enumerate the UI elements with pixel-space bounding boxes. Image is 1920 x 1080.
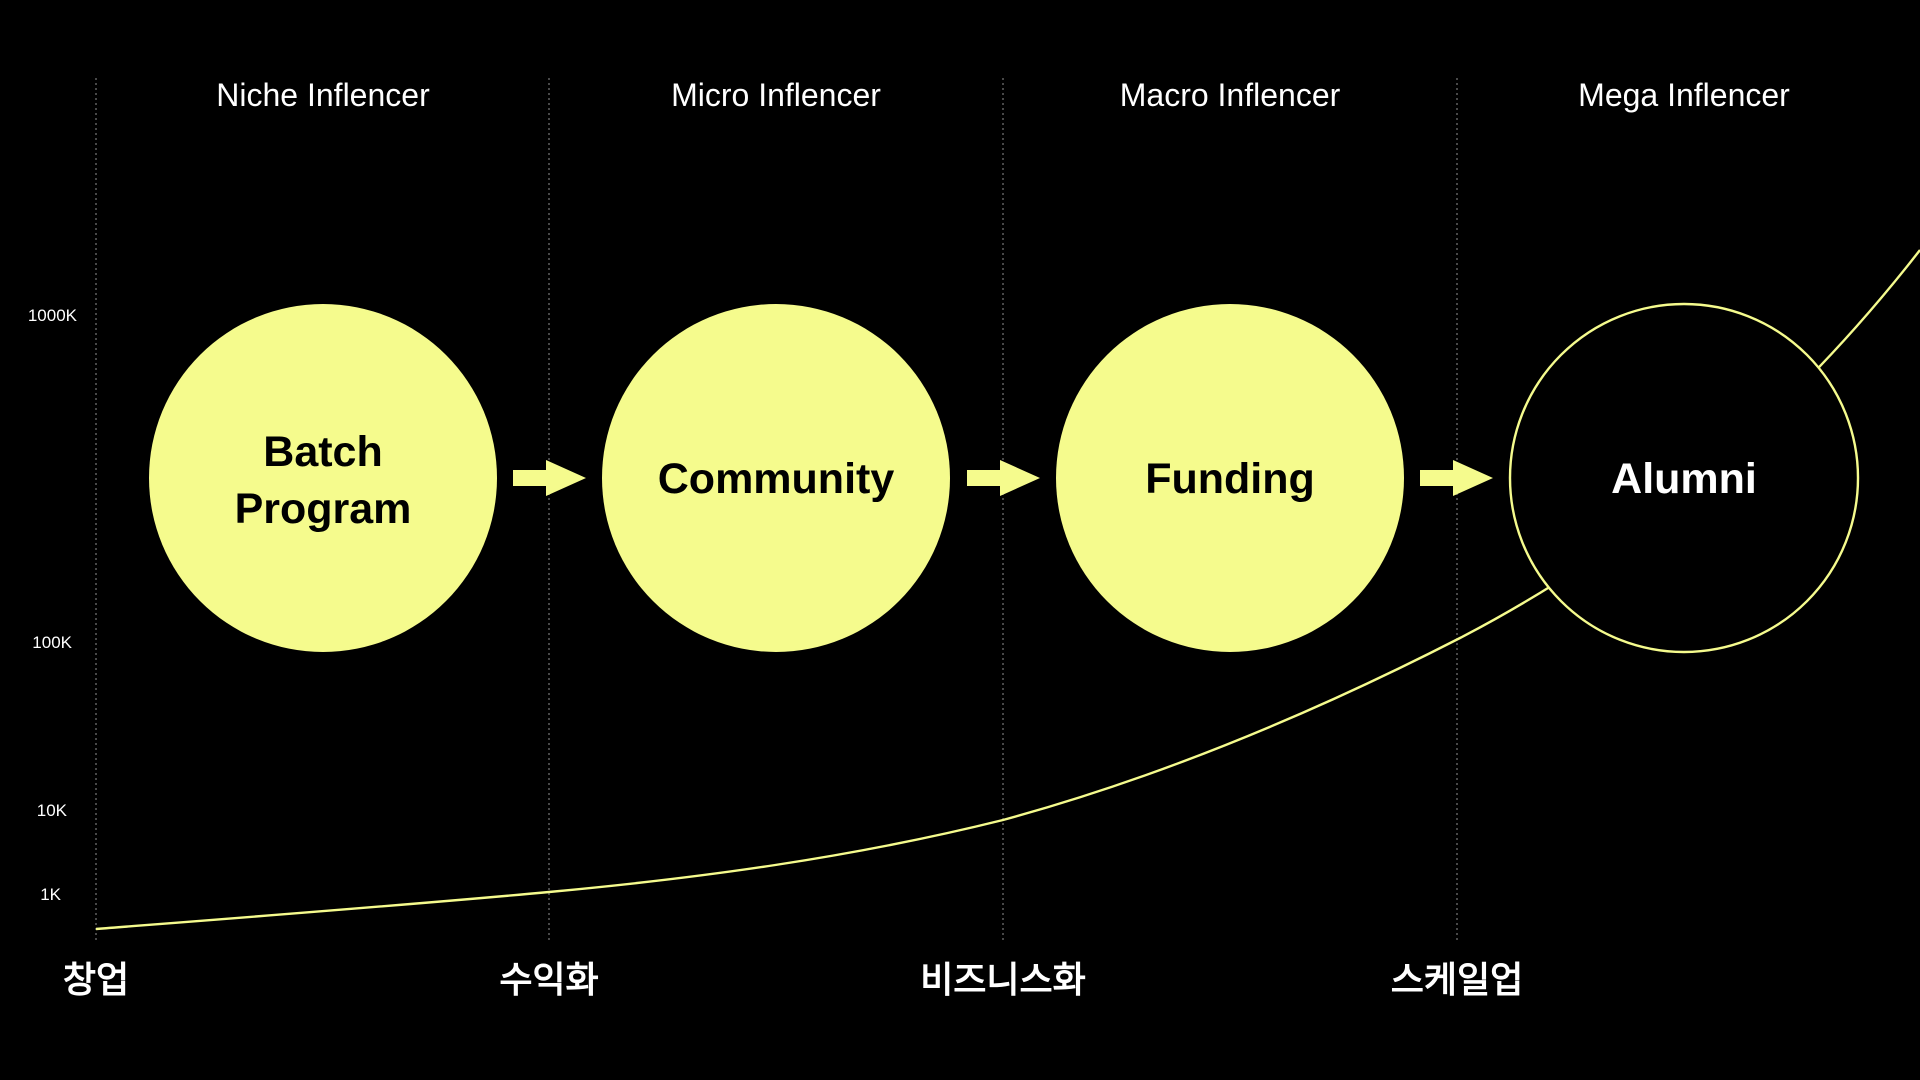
- node-circle: [149, 304, 497, 652]
- phase-label-business: 비즈니스화: [920, 960, 1086, 1001]
- y-tick-100k: 100K: [32, 633, 72, 652]
- node-label-line-1: Community: [658, 455, 895, 503]
- node-label-line-1: Funding: [1145, 455, 1315, 503]
- node-circle: [1508, 302, 1860, 654]
- node-batch-program: Batch Program: [149, 304, 497, 652]
- node-circle: [602, 304, 950, 652]
- stage-label-micro: Micro Inflencer: [671, 77, 881, 113]
- node-community: Community: [602, 304, 950, 652]
- phase-label-scaleup: 스케일업: [1391, 960, 1523, 1001]
- y-tick-10k: 10K: [37, 801, 68, 820]
- node-circle: [1056, 304, 1404, 652]
- stage-headers: Niche Inflencer Micro Inflencer Macro In…: [216, 77, 1790, 113]
- phase-labels: 창업 수익화 비즈니스화 스케일업: [63, 960, 1523, 1001]
- phase-label-startup: 창업: [63, 960, 129, 1001]
- y-axis-ticks: 1000K 100K 10K 1K: [28, 306, 78, 904]
- node-funding: Funding: [1056, 304, 1404, 652]
- right-arrow-icon: [1420, 460, 1493, 496]
- stage-label-mega: Mega Inflencer: [1578, 77, 1790, 113]
- node-label-line-1: Batch: [263, 428, 382, 476]
- flow-arrows: [513, 460, 1493, 496]
- node-label-line-2: Program: [235, 485, 412, 533]
- column-dividers: [95, 78, 1458, 940]
- node-label-line-1: Alumni: [1611, 455, 1757, 503]
- phase-label-monetization: 수익화: [499, 960, 598, 1001]
- stage-label-niche: Niche Inflencer: [216, 77, 430, 113]
- right-arrow-icon: [513, 460, 586, 496]
- y-tick-1000k: 1000K: [28, 306, 78, 325]
- node-alumni: Alumni: [1508, 302, 1860, 654]
- right-arrow-icon: [967, 460, 1040, 496]
- y-tick-1k: 1K: [40, 885, 61, 904]
- stage-label-macro: Macro Inflencer: [1120, 77, 1341, 113]
